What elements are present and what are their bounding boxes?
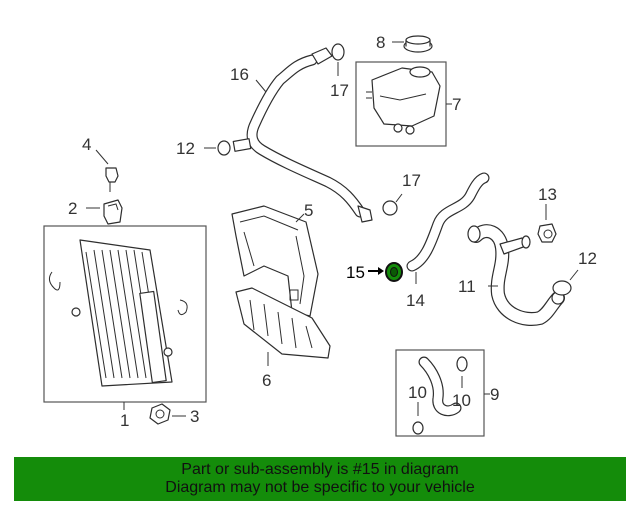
o-ring-part-15-highlighted[interactable] — [385, 262, 403, 282]
radiator-part — [48, 239, 188, 387]
callout-13: 13 — [538, 185, 557, 204]
callout-15: 15 — [346, 263, 365, 282]
radiator-group-box — [43, 225, 207, 403]
callout-10-left: 10 — [408, 383, 427, 402]
hose-kit-part-9 — [412, 356, 468, 435]
callout-16: 16 — [230, 65, 249, 84]
nut-part-3 — [149, 403, 171, 425]
callout-14: 14 — [406, 291, 425, 310]
footer-line-1: Part or sub-assembly is #15 in diagram — [181, 461, 459, 478]
callout-9: 9 — [490, 385, 499, 404]
hose-kit-group-box — [395, 349, 485, 437]
clip-part-4 — [105, 167, 119, 192]
callout-5: 5 — [304, 201, 313, 220]
hose-part-11 — [467, 224, 565, 326]
callout-7: 7 — [452, 95, 461, 114]
callout-1: 1 — [120, 411, 129, 430]
callout-17-upper: 17 — [330, 81, 349, 100]
callout-8: 8 — [376, 33, 385, 52]
callout-12-right: 12 — [578, 249, 597, 268]
callout-17-lower: 17 — [402, 171, 421, 190]
o-ring-part-12-right — [552, 280, 572, 296]
cap-part-8 — [403, 35, 433, 53]
clamp-part-13 — [537, 223, 557, 243]
hose-part-16 — [232, 47, 373, 223]
callout-6: 6 — [262, 371, 271, 390]
footer-banner: Part or sub-assembly is #15 in diagram D… — [14, 457, 626, 501]
callout-11: 11 — [458, 277, 476, 296]
footer-line-2: Diagram may not be specific to your vehi… — [165, 479, 475, 496]
mount-bracket-part-2 — [103, 199, 123, 225]
o-ring-part-12-left — [217, 140, 231, 156]
callout-2: 2 — [68, 199, 77, 218]
callout-3: 3 — [190, 407, 199, 426]
reservoir-part-7 — [366, 66, 441, 135]
o-ring-part-17-lower — [382, 200, 398, 216]
hose-part-14 — [406, 172, 490, 272]
o-ring-part-17-upper — [331, 43, 345, 61]
callout-4: 4 — [82, 135, 91, 154]
shroud-part-6 — [235, 287, 331, 359]
callout-12-left: 12 — [176, 139, 195, 158]
callout-10-right: 10 — [452, 391, 471, 410]
